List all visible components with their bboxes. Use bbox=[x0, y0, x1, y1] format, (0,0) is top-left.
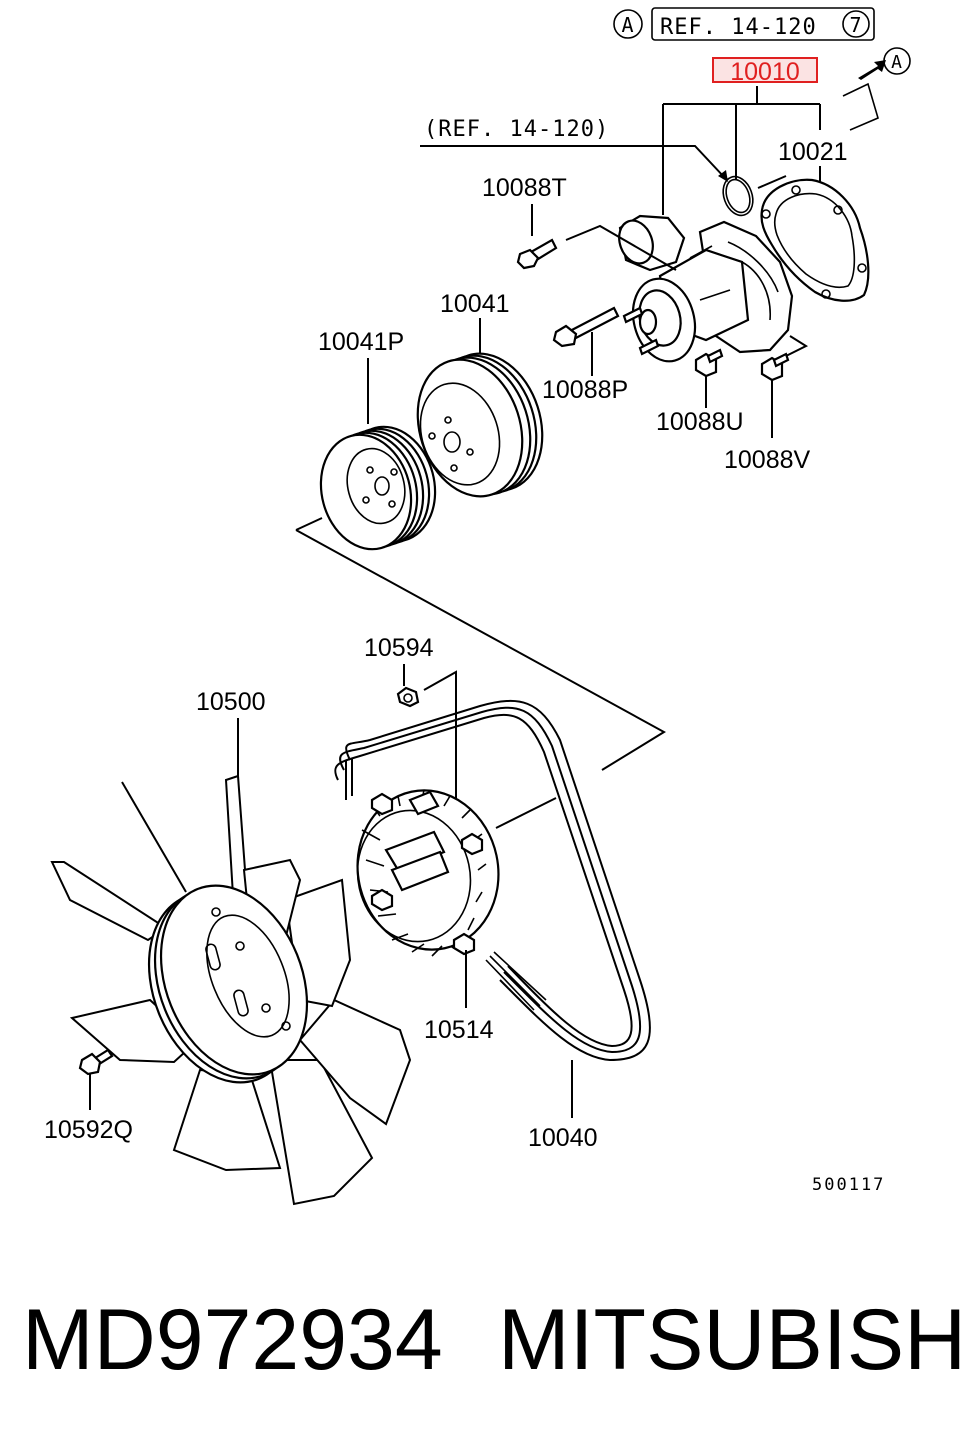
part-10040-label: 10040 bbox=[528, 1124, 598, 1152]
part-10594-label: 10594 bbox=[364, 634, 434, 662]
bolt-10088T[interactable] bbox=[516, 238, 558, 270]
part-10088P-label: 10088P bbox=[542, 376, 628, 404]
pump-studs[interactable] bbox=[622, 306, 660, 356]
fan-clutch-10514[interactable] bbox=[343, 777, 513, 963]
part-10088T-label: 10088T bbox=[482, 174, 567, 202]
diagram-code: 500117 bbox=[812, 1175, 885, 1195]
mid-reference: (REF. 14-120) bbox=[420, 117, 728, 182]
part-10041P-label: 10041P bbox=[318, 328, 404, 356]
part-10592Q-label: 10592Q bbox=[44, 1116, 133, 1144]
part-10088V-label: 10088V bbox=[724, 446, 811, 474]
part-10021-label: 10021 bbox=[778, 138, 848, 166]
part-10088U-label: 10088U bbox=[656, 408, 744, 436]
water-pump[interactable] bbox=[613, 214, 794, 368]
part-10010-text: 10010 bbox=[730, 58, 800, 86]
bolt-10088U[interactable] bbox=[694, 348, 724, 378]
brand-name: MITSUBISHI bbox=[498, 1292, 960, 1388]
mid-ref-text: (REF. 14-120) bbox=[424, 117, 609, 142]
nut-10594[interactable] bbox=[396, 686, 420, 708]
top-ref-text: REF. 14-120 bbox=[660, 15, 817, 40]
top-reference: A REF. 14-120 7 bbox=[613, 7, 875, 41]
pulley-10041[interactable] bbox=[401, 340, 559, 510]
gasket-10021[interactable] bbox=[760, 178, 870, 302]
circle-a-label: A bbox=[621, 13, 634, 37]
pulley-10041P[interactable] bbox=[308, 417, 447, 560]
bolt-10088P[interactable] bbox=[552, 306, 620, 348]
footer: MD972934 MITSUBISHI bbox=[0, 1290, 960, 1390]
belt-10040[interactable] bbox=[334, 699, 651, 1062]
part-10500-label: 10500 bbox=[196, 688, 266, 716]
arrow-a: A bbox=[842, 47, 911, 131]
top-ref-number: 7 bbox=[849, 13, 862, 37]
fan-10500[interactable] bbox=[50, 774, 412, 1206]
bolt-10592Q[interactable] bbox=[78, 1048, 114, 1076]
part-10041-label: 10041 bbox=[440, 290, 510, 318]
part-10514-label: 10514 bbox=[424, 1016, 494, 1044]
arrow-a-label: A bbox=[891, 52, 903, 73]
label-10010[interactable]: 10010 bbox=[712, 57, 818, 86]
part-number: MD972934 bbox=[22, 1292, 443, 1388]
bolt-10088V[interactable] bbox=[760, 352, 790, 382]
o-ring[interactable] bbox=[718, 172, 758, 219]
